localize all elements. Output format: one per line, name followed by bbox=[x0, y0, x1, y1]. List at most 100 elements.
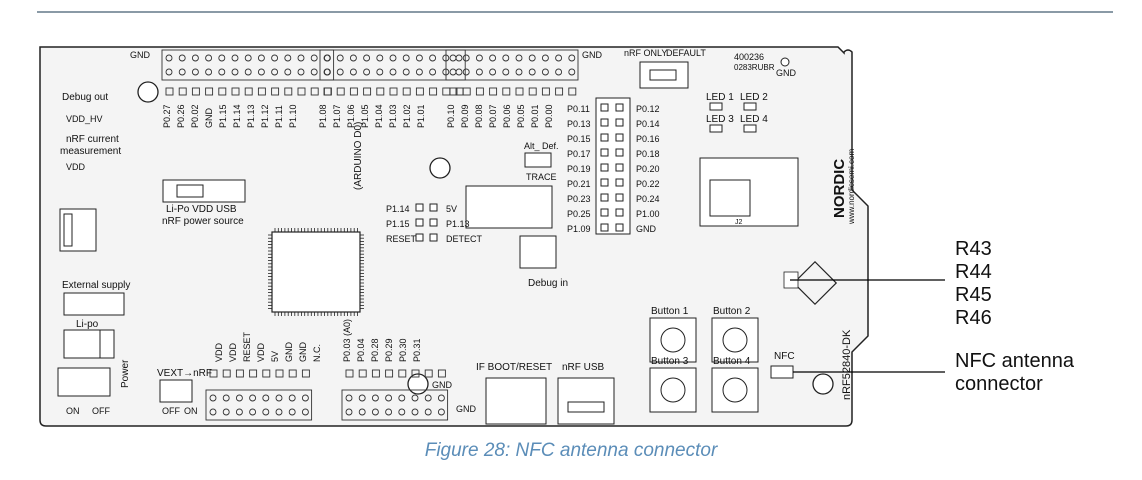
gnd-top-left: GND bbox=[130, 50, 151, 60]
bottom-pin-label: RESET bbox=[242, 331, 252, 362]
board-id-top: 400236 bbox=[734, 52, 764, 62]
right-pin-label-right: P0.20 bbox=[636, 164, 660, 174]
led-label: LED 2 bbox=[740, 92, 768, 103]
bottom-pin-label: P0.28 bbox=[370, 338, 380, 362]
pin-pad bbox=[191, 87, 200, 96]
button-label: Button 3 bbox=[651, 356, 689, 367]
lipo-label: Li-po bbox=[76, 319, 99, 330]
gnd-bottom-label: GND bbox=[432, 380, 453, 390]
bottom-pin-label: GND bbox=[298, 342, 308, 363]
nrf-power-source-label: nRF power source bbox=[162, 216, 244, 227]
right-pin-label-right: GND bbox=[636, 224, 657, 234]
pin-pad bbox=[489, 87, 498, 96]
pin-pad bbox=[257, 87, 266, 96]
u1-label: J2 bbox=[735, 219, 743, 226]
right-pin-label-left: P0.13 bbox=[567, 119, 591, 129]
pin-pad bbox=[568, 87, 577, 96]
right-pin-label-left: P0.11 bbox=[567, 104, 590, 114]
trace-label: TRACE bbox=[526, 172, 557, 182]
top-rule bbox=[37, 11, 1113, 13]
right-pin-label-left: P0.23 bbox=[567, 194, 591, 204]
pin-pad bbox=[288, 369, 297, 378]
right-pin-label-left: P0.15 bbox=[567, 134, 591, 144]
button-label: Button 2 bbox=[713, 306, 751, 317]
callout-r45: R45 bbox=[955, 284, 992, 306]
led-label: LED 4 bbox=[740, 114, 768, 125]
board-id-bottom: 0283RUBR bbox=[734, 63, 775, 72]
right-pin-label-right: P1.00 bbox=[636, 209, 660, 219]
pin-pad bbox=[385, 369, 394, 378]
bottom-pin-label: VDD bbox=[228, 342, 238, 362]
pin-pad bbox=[165, 87, 174, 96]
lipo-vdd-usb-label: Li-Po VDD USB bbox=[166, 204, 237, 215]
mid-pin-label-right: DETECT bbox=[446, 234, 483, 244]
vdd-hv-label: VDD_HV bbox=[66, 114, 103, 124]
callout-r46: R46 bbox=[955, 307, 992, 329]
pin-pad bbox=[336, 87, 345, 96]
power-on-label: ON bbox=[66, 406, 80, 416]
right-pin-label-right: P0.14 bbox=[636, 119, 660, 129]
pin-pad bbox=[301, 369, 310, 378]
pin-pad bbox=[231, 87, 240, 96]
mid-pin-label-right: 5V bbox=[446, 204, 457, 214]
callout-nfc-line2: connector bbox=[955, 373, 1043, 395]
top-pin-label: P1.01 bbox=[416, 104, 426, 128]
nrf-usb-label: nRF USB bbox=[562, 362, 605, 373]
pin-pad bbox=[389, 87, 398, 96]
right-pin-label-right: P0.18 bbox=[636, 149, 660, 159]
pin-pad bbox=[271, 87, 280, 96]
pin-pad bbox=[515, 87, 524, 96]
right-pin-label-left: P1.09 bbox=[567, 224, 591, 234]
top-pin-label: P0.05 bbox=[516, 104, 526, 128]
gnd-top-mid: GND bbox=[582, 50, 603, 60]
figure-caption: Figure 28: NFC antenna connector bbox=[424, 440, 718, 461]
alt-def-label: Alt_ Def. bbox=[524, 141, 559, 151]
right-pin-label-left: P0.25 bbox=[567, 209, 591, 219]
pin-pad bbox=[541, 87, 550, 96]
top-pin-label: P1.06 bbox=[346, 104, 356, 128]
bottom-pin-label: GND bbox=[284, 342, 294, 363]
pin-pad bbox=[323, 87, 332, 96]
pin-pad bbox=[398, 369, 407, 378]
top-pin-label: P1.05 bbox=[360, 104, 370, 128]
pin-pad bbox=[502, 87, 511, 96]
pin-pad bbox=[235, 369, 244, 378]
pin-pad bbox=[555, 87, 564, 96]
top-pin-label: P1.14 bbox=[232, 104, 242, 128]
pin-pad bbox=[262, 369, 271, 378]
top-pin-label: P1.15 bbox=[218, 104, 228, 128]
bottom-pin-label: P0.03 (A0) bbox=[342, 319, 352, 362]
pin-pad bbox=[424, 369, 433, 378]
pin-pad bbox=[345, 369, 354, 378]
pin-pad bbox=[376, 87, 385, 96]
right-pin-label-right: P0.24 bbox=[636, 194, 660, 204]
current-meas-label-2: measurement bbox=[60, 146, 121, 157]
top-pin-label: P0.08 bbox=[474, 104, 484, 128]
mid-pin-label-left: RESET bbox=[386, 234, 417, 244]
pin-pad bbox=[415, 87, 424, 96]
brand-logo: NORDIC bbox=[831, 159, 848, 218]
pin-pad bbox=[297, 87, 306, 96]
pin-pad bbox=[275, 369, 284, 378]
right-pin-label-right: P0.22 bbox=[636, 179, 660, 189]
top-pin-label: P0.00 bbox=[544, 104, 554, 128]
pin-pad bbox=[310, 87, 319, 96]
pin-pad bbox=[528, 87, 537, 96]
external-supply-label: External supply bbox=[62, 280, 130, 291]
top-header-pins bbox=[161, 49, 579, 96]
top-pin-label: P1.07 bbox=[332, 104, 342, 128]
right-pin-label-left: P0.21 bbox=[567, 179, 591, 189]
mid-pin-label-left: P1.15 bbox=[386, 219, 410, 229]
pin-pad bbox=[402, 87, 411, 96]
top-pin-label: P1.04 bbox=[374, 104, 384, 128]
bottom-pin-label: 5V bbox=[270, 351, 280, 362]
bottom-pin-label: P0.31 bbox=[412, 338, 422, 362]
bottom-pin-label: P0.29 bbox=[384, 338, 394, 362]
right-pin-label-right: P0.16 bbox=[636, 134, 660, 144]
pin-pad bbox=[437, 369, 446, 378]
pin-pad bbox=[249, 369, 258, 378]
top-pin-label: P0.27 bbox=[162, 104, 172, 128]
